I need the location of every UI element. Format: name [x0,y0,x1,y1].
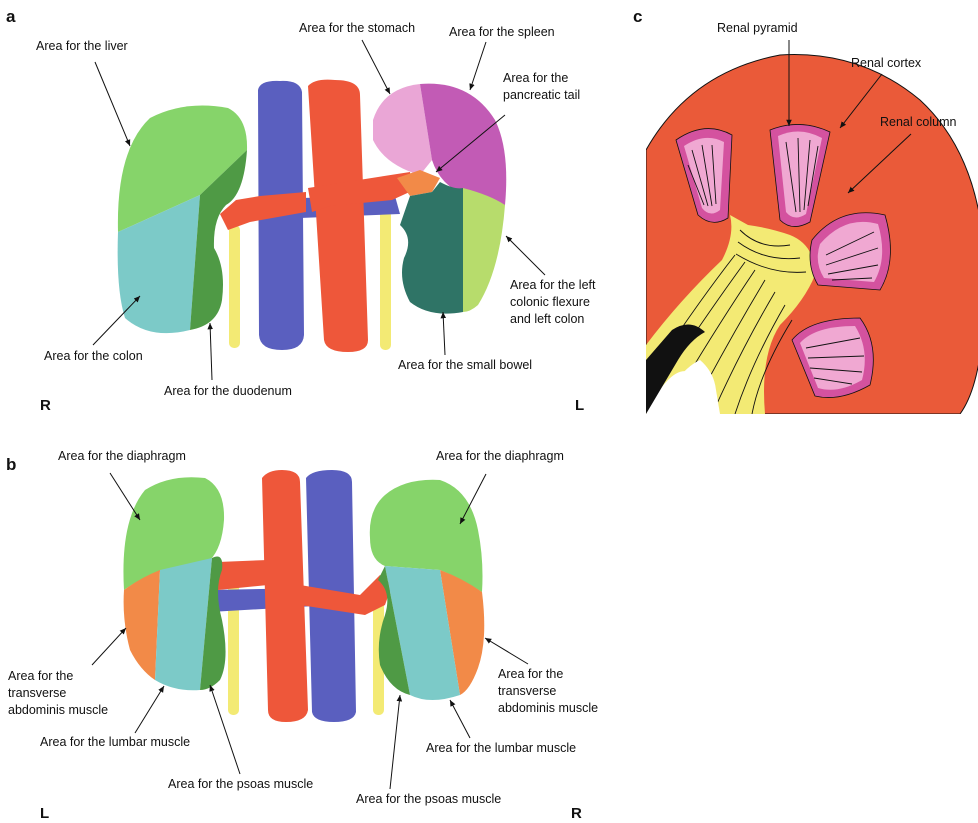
panel-b: b Area for the diaphragm Area [6,449,598,822]
label-spleen: Area for the spleen [449,25,555,39]
right-ureter [229,225,240,348]
pointer-left-colon [506,236,545,275]
side-marker-right-b: R [571,805,582,822]
label-diaphragm-left: Area for the diaphragm [58,449,186,463]
label-renal-pyramid: Renal pyramid [717,21,798,35]
pointer-liver [95,62,130,146]
pointer-lumbar-left [135,686,164,733]
label-psoas-left: Area for the psoas muscle [168,777,313,791]
panel-letter-b: b [6,455,16,474]
pointer-transverse-right [485,638,528,664]
panel-letter-a: a [6,7,16,26]
right-kidney-posterior [370,480,484,700]
label-lumbar-right: Area for the lumbar muscle [426,741,576,755]
pointer-duodenum [210,323,212,380]
side-marker-right-a: R [40,397,51,414]
label-transverse-left-3: abdominis muscle [8,703,108,717]
label-left-colon-1: Area for the left [510,278,596,292]
label-left-colon-2: colonic flexure [510,295,590,309]
label-stomach: Area for the stomach [299,21,415,35]
label-transverse-right-3: abdominis muscle [498,701,598,715]
panel-letter-c: c [633,7,642,26]
transverse-abdominis-area-left [124,570,160,680]
aorta [308,80,368,352]
label-left-colon-3: and left colon [510,312,584,326]
pointer-spleen [470,42,486,90]
label-diaphragm-right: Area for the diaphragm [436,449,564,463]
left-kidney-posterior [123,477,225,690]
label-transverse-right-1: Area for the [498,667,563,681]
panel-c: c [633,7,978,414]
label-renal-cortex: Renal cortex [851,56,922,70]
pointer-small-bowel [443,312,445,355]
label-transverse-left-1: Area for the [8,669,73,683]
pointer-transverse-left [92,628,126,665]
pointer-stomach [362,40,390,94]
label-liver: Area for the liver [36,39,128,53]
pointer-diaphragm-left [110,473,140,520]
small-bowel-area [400,182,463,314]
side-marker-left-a: L [575,397,584,414]
label-small-bowel: Area for the small bowel [398,358,532,372]
label-renal-column: Renal column [880,115,956,129]
label-pancreatic-tail-2: pancreatic tail [503,88,580,102]
left-ureter [380,210,391,350]
label-lumbar-left: Area for the lumbar muscle [40,735,190,749]
pointer-lumbar-right [450,700,470,738]
label-duodenum: Area for the duodenum [164,384,292,398]
left-colon-area [463,188,505,312]
pointer-psoas-right [390,695,400,789]
side-marker-left-b: L [40,805,49,822]
label-transverse-left-2: transverse [8,686,66,700]
label-colon: Area for the colon [44,349,143,363]
panel-a: a Area for the liver Area for [6,7,596,414]
label-psoas-right: Area for the psoas muscle [356,792,501,806]
label-transverse-right-2: transverse [498,684,556,698]
label-pancreatic-tail-1: Area for the [503,71,568,85]
